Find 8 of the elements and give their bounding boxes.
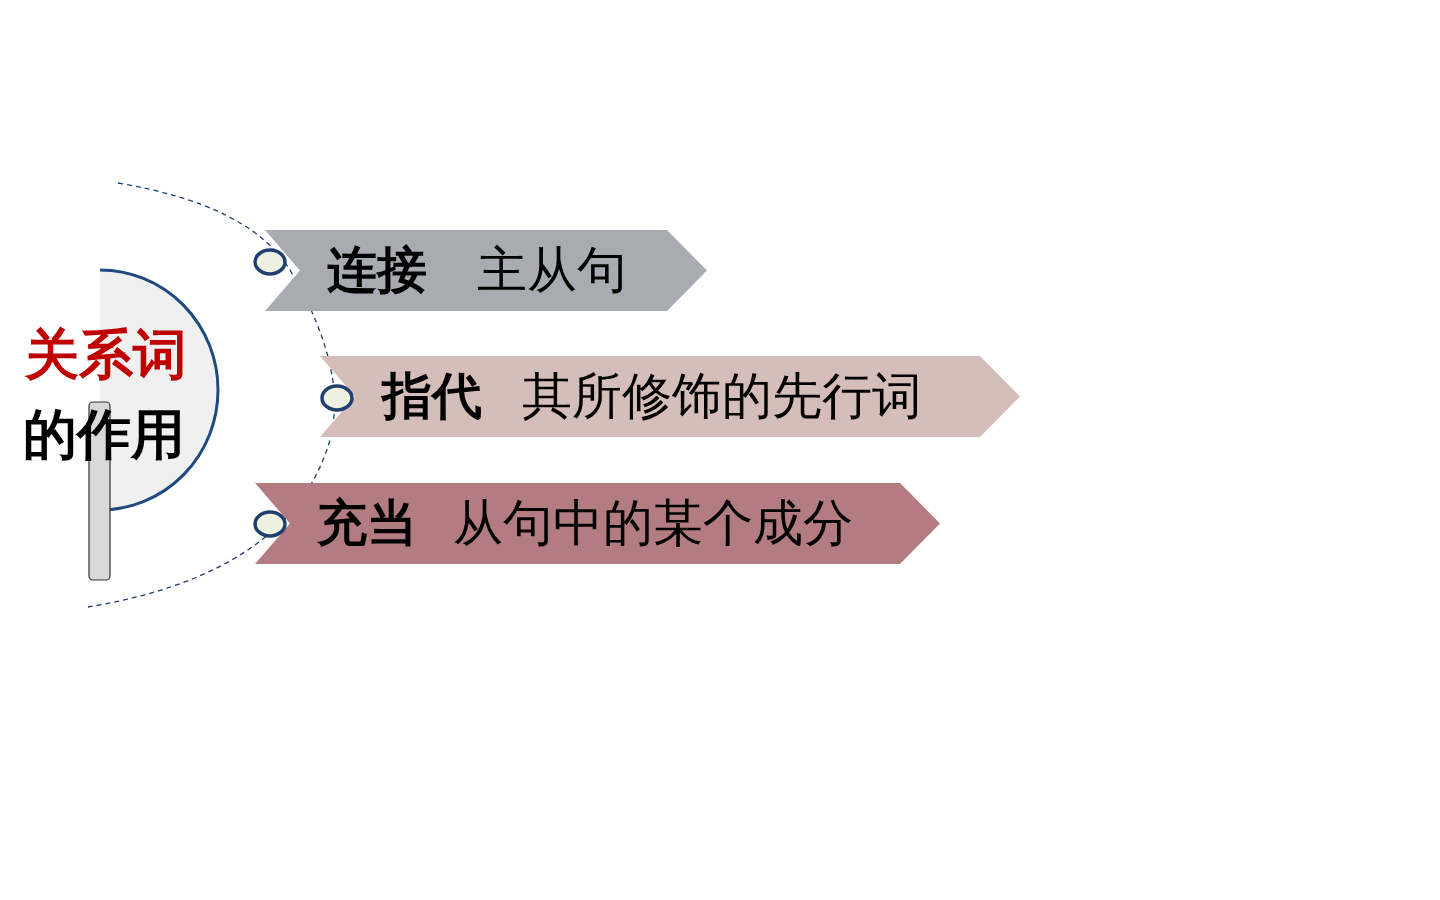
description-text: 主从句 [477, 245, 627, 295]
description-text: 从句中的某个成分 [453, 498, 853, 548]
description-text: 其所修饰的先行词 [522, 371, 922, 421]
keyword-text: 充当 [317, 498, 417, 548]
title-text: 的作用 [23, 408, 185, 462]
keyword-text: 指代 [382, 371, 482, 421]
title-text: 关系词 [25, 328, 187, 382]
keyword-text: 连接 [327, 245, 427, 295]
